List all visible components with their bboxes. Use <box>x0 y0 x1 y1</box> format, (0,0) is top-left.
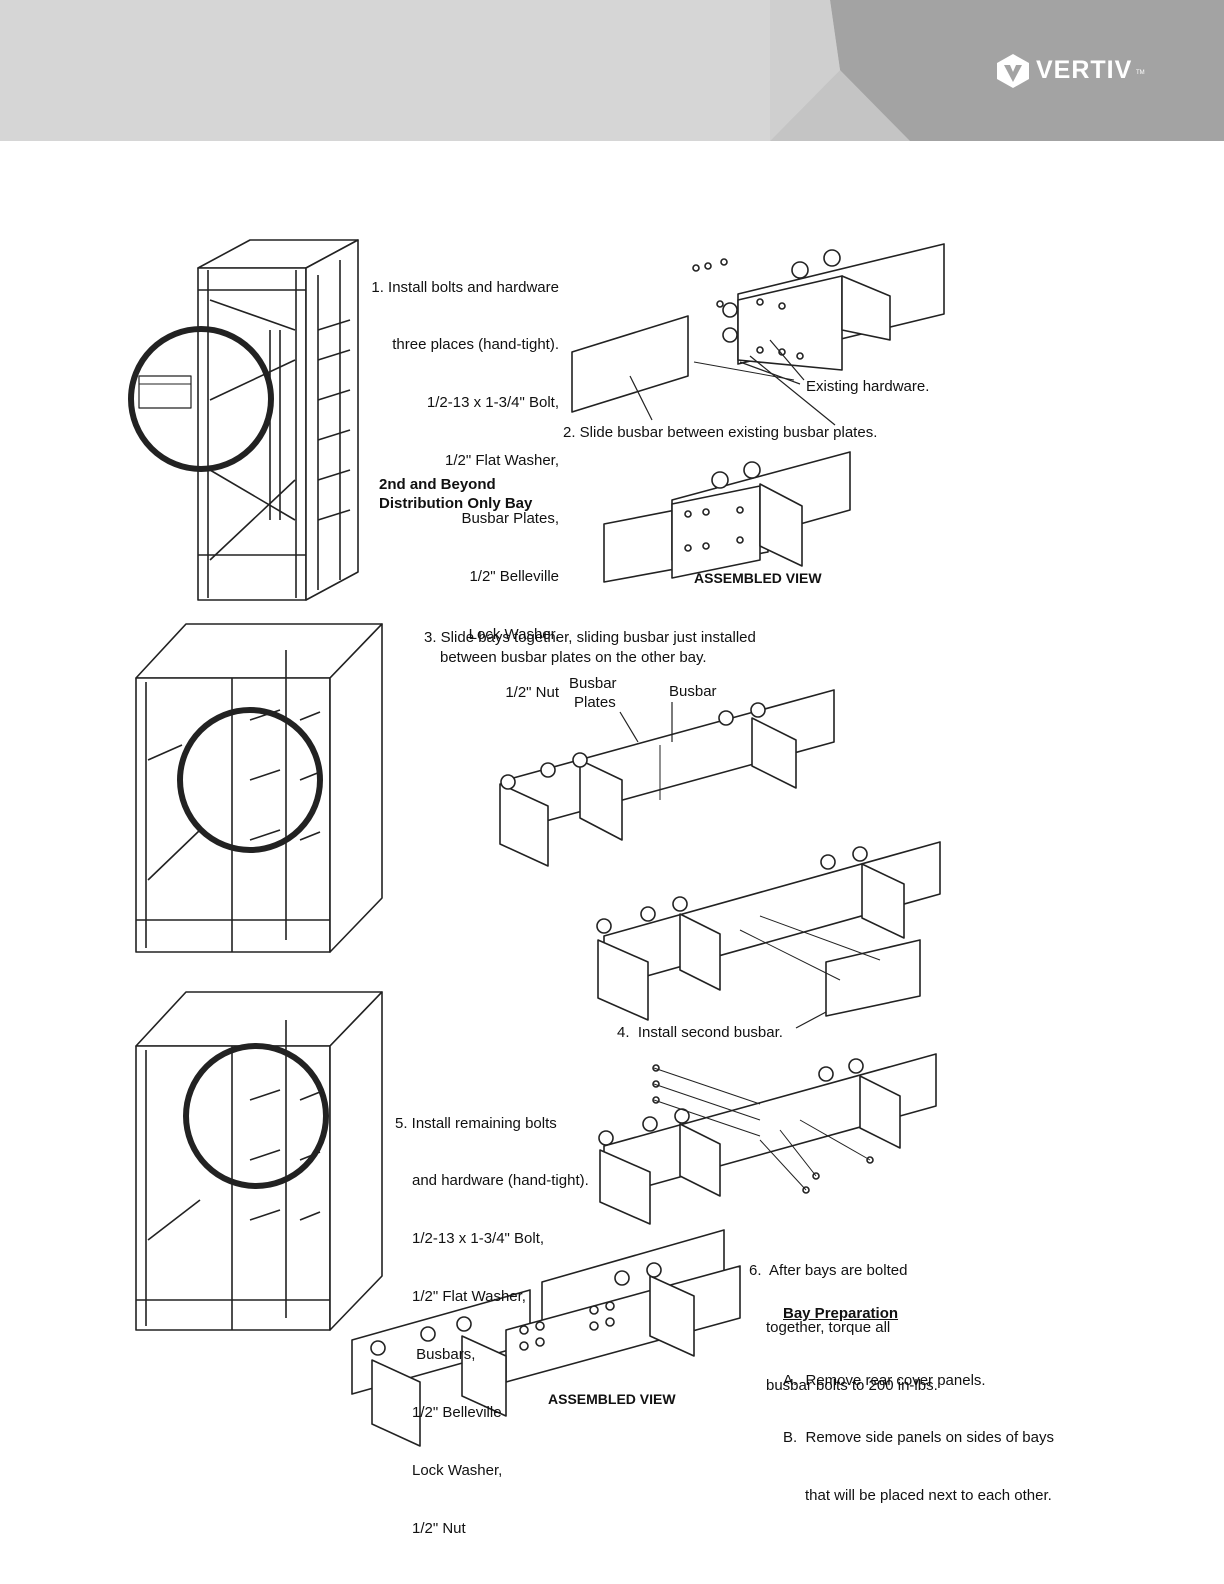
step3-line1: 3. Slide bays together, sliding busbar j… <box>424 629 756 646</box>
busbar-exploded-view <box>571 243 945 426</box>
double-bay-cabinet-step5 <box>135 991 383 1331</box>
existing-hardware-label: Existing hardware. <box>806 378 930 395</box>
step1-line: Busbar Plates, <box>461 510 559 528</box>
step2-instruction: 2. Slide busbar between existing busbar … <box>563 424 878 441</box>
step1-line: 1/2" Belleville <box>469 568 559 586</box>
double-bay-cabinet <box>135 623 383 953</box>
busbar-label: Busbar <box>669 683 717 700</box>
bay-preparation-list: A. Remove rear cover panels. B. Remove s… <box>783 1332 1054 1525</box>
step5-line: Busbars, <box>412 1346 476 1364</box>
step3-line2: between busbar plates on the other bay. <box>440 649 707 666</box>
bay-title-line1: 2nd and Beyond <box>379 476 496 493</box>
busbar-plates-label-line2: Plates <box>574 694 616 711</box>
step5-line: Lock Washer, <box>412 1461 503 1479</box>
bay-preparation-item: A. Remove rear cover panels. <box>783 1371 986 1389</box>
vertiv-logo: VERTIV TM <box>994 52 1154 92</box>
step5-line: 1/2" Flat Washer, <box>412 1288 526 1306</box>
step1-line: 1. Install bolts and hardware <box>371 278 559 296</box>
step6-line: together, torque all <box>766 1319 891 1337</box>
logo-trademark: TM <box>1136 70 1145 76</box>
step5-instructions: 5. Install remaining bolts and hardware … <box>395 1075 589 1557</box>
step5-line: 1/2" Belleville <box>412 1404 502 1422</box>
step6-line: 6. After bays are bolted <box>749 1261 908 1279</box>
step5-line: 1/2-13 x 1-3/4" Bolt, <box>412 1230 545 1248</box>
single-bay-cabinet <box>128 239 359 601</box>
step1-instructions: 1. Install bolts and hardware three plac… <box>330 239 559 721</box>
busbar-step4-view <box>596 841 941 1029</box>
step1-line: three places (hand-tight). <box>392 336 559 354</box>
busbar-step3-view <box>499 689 835 867</box>
bay-preparation-item: B. Remove side panels on sides of bays <box>783 1429 1054 1447</box>
step5-line: 1/2" Nut <box>412 1519 466 1537</box>
step4-instruction: 4. Install second busbar. <box>617 1024 783 1041</box>
busbar-plates-label-line1: Busbar <box>569 675 617 692</box>
step5-line: and hardware (hand-tight). <box>412 1172 589 1190</box>
step1-line: 1/2" Flat Washer, <box>445 452 559 470</box>
step1-line: 1/2" Nut <box>505 683 559 701</box>
bay-preparation-title: Bay Preparation <box>783 1305 899 1322</box>
step1-line: 1/2-13 x 1-3/4" Bolt, <box>426 394 559 412</box>
step1-line: Lock Washer, <box>468 625 559 643</box>
busbar-assembled-view-1 <box>603 451 851 583</box>
step5-line: 5. Install remaining bolts <box>395 1114 557 1132</box>
vertiv-logo-icon <box>997 54 1029 88</box>
busbar-assembled-view-2 <box>351 1229 741 1447</box>
busbar-step5-view <box>598 1053 937 1225</box>
step6-instructions: 6. After bays are bolted together, torqu… <box>749 1222 938 1415</box>
step6-line: busbar bolts to 200 in-lbs. <box>766 1377 938 1395</box>
logo-wordmark: VERTIV <box>1036 56 1133 84</box>
assembled-view-label-2: ASSEMBLED VIEW <box>548 1391 676 1407</box>
page-header: VERTIV TM <box>0 0 1224 141</box>
assembled-view-label-1: ASSEMBLED VIEW <box>694 570 822 586</box>
bay-preparation-item: that will be placed next to each other. <box>805 1487 1052 1505</box>
bay-title-line2: Distribution Only Bay <box>379 495 533 512</box>
